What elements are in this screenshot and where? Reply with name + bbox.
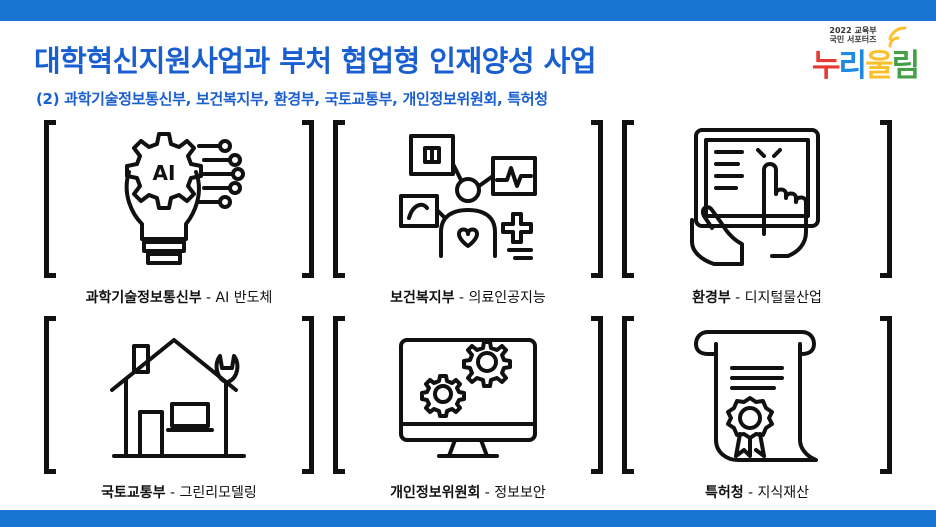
caption-ai-semiconductor: 과학기술정보통신부 - AI 반도체 (34, 287, 324, 307)
caption-information-security: 개인정보위원회 - 정보보안 (323, 482, 613, 502)
logo-caption-line1: 2022 교육부 (829, 26, 877, 35)
caption-separator: - (730, 290, 745, 306)
logo-char-3: 울 (865, 48, 893, 84)
nurilurim-logo: 2022 교육부 국민 서포터즈 누리울림 (806, 26, 920, 98)
page-title: 대학혁신지원사업과 부처 협업형 인재양성 사업 (34, 44, 597, 78)
touch-tablet-icon (690, 128, 820, 266)
logo-char-1: 누 (812, 48, 840, 84)
bracket-right (302, 120, 314, 278)
bracket-left (622, 316, 634, 474)
bracket-left (333, 120, 345, 278)
caption-intellectual-property: 특허청 - 지식재산 (612, 482, 902, 502)
bracket-right (591, 316, 603, 474)
bracket-right (302, 316, 314, 474)
card-ai-semiconductor: AI (44, 120, 314, 280)
bracket-left (333, 316, 345, 474)
house-wrench-icon (110, 338, 246, 458)
caption-topic: 의료인공지능 (468, 290, 546, 306)
ai-icon-label: AI (153, 161, 176, 185)
signal-waves-icon (888, 26, 907, 48)
caption-topic: 지식재산 (757, 485, 810, 501)
caption-ministry: 국토교통부 (101, 485, 166, 501)
bracket-left (44, 120, 56, 278)
card-green-remodeling (44, 316, 314, 476)
caption-digital-water: 환경부 - 디지털물산업 (612, 287, 902, 307)
bracket-right (880, 120, 892, 278)
caption-topic: 정보보안 (494, 485, 546, 501)
caption-ministry: 개인정보위원회 (390, 485, 481, 501)
caption-separator: - (743, 485, 758, 501)
caption-topic: AI 반도체 (215, 290, 273, 306)
page-subtitle: (2) 과학기술정보통신부, 보건복지부, 환경부, 국토교통부, 개인정보위원… (36, 90, 548, 108)
caption-separator: - (480, 485, 495, 501)
logo-caption-line2: 국민 서포터즈 (829, 35, 877, 44)
monitor-gears-icon (399, 338, 537, 458)
caption-topic: 디지털물산업 (744, 290, 822, 306)
caption-ministry: 보건복지부 (390, 290, 455, 306)
logo-char-4: 림 (891, 48, 920, 84)
medical-ai-icon (399, 134, 537, 260)
caption-ministry: 특허청 (704, 485, 744, 501)
caption-ministry: 과학기술정보통신부 (85, 290, 202, 306)
card-digital-water (622, 120, 892, 280)
bracket-right (591, 120, 603, 278)
logo-caption: 2022 교육부 국민 서포터즈 (823, 26, 883, 44)
logo-wordmark: 누리울림 (812, 40, 920, 85)
caption-green-remodeling: 국토교통부 - 그린리모델링 (34, 482, 324, 502)
caption-ministry: 환경부 (692, 290, 731, 306)
caption-medical-ai: 보건복지부 - 의료인공지능 (323, 287, 613, 307)
certificate-icon (694, 330, 818, 462)
top-banner-bar (0, 0, 936, 21)
caption-separator: - (454, 290, 469, 306)
card-medical-ai (333, 120, 603, 280)
bracket-right (880, 316, 892, 474)
card-intellectual-property (622, 316, 892, 476)
bottom-banner-bar (0, 510, 936, 527)
bracket-left (622, 120, 634, 278)
caption-separator: - (201, 290, 216, 306)
ai-lightbulb-icon: AI (124, 132, 245, 265)
caption-topic: 그린리모델링 (179, 485, 257, 501)
bracket-left (44, 316, 56, 474)
logo-char-2: 리 (838, 48, 867, 84)
card-information-security (333, 316, 603, 476)
caption-separator: - (165, 485, 180, 501)
